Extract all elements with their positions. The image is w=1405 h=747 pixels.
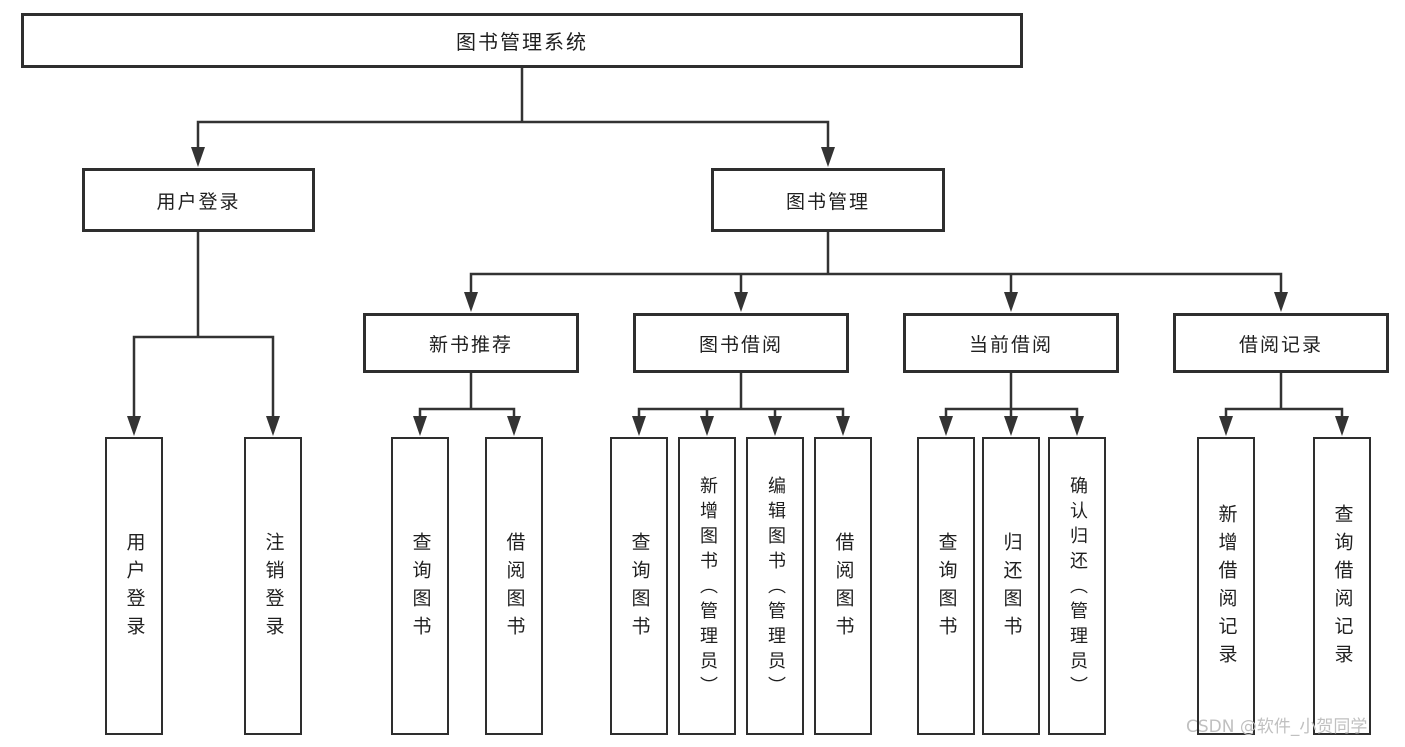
leaf-query-books-current: 查询图书 [917, 437, 975, 735]
node-new-book-recommend: 新书推荐 [363, 313, 579, 373]
node-book-borrow: 图书借阅 [633, 313, 849, 373]
node-user-login: 用户登录 [82, 168, 315, 232]
leaf-borrow-books-recommend: 借阅图书 [485, 437, 543, 735]
node-book-management: 图书管理 [711, 168, 945, 232]
leaf-query-books-borrow: 查询图书 [610, 437, 668, 735]
leaf-borrow-books: 借阅图书 [814, 437, 872, 735]
node-borrow-records: 借阅记录 [1173, 313, 1389, 373]
leaf-add-borrow-record: 新增借阅记录 [1197, 437, 1255, 735]
leaf-edit-books-admin: 编辑图书（管理员） [746, 437, 804, 735]
leaf-add-books-admin: 新增图书（管理员） [678, 437, 736, 735]
csdn-watermark: CSDN @软件_小贺同学 [1186, 717, 1368, 737]
leaf-query-borrow-record: 查询借阅记录 [1313, 437, 1371, 735]
leaf-confirm-return-admin: 确认归还（管理员） [1048, 437, 1106, 735]
leaf-logout: 注销登录 [244, 437, 302, 735]
leaf-return-books: 归还图书 [982, 437, 1040, 735]
arrowheads [127, 147, 1349, 436]
node-current-borrow: 当前借阅 [903, 313, 1119, 373]
leaf-user-login: 用户登录 [105, 437, 163, 735]
node-library-management-system: 图书管理系统 [21, 13, 1023, 68]
leaf-query-books-recommend: 查询图书 [391, 437, 449, 735]
